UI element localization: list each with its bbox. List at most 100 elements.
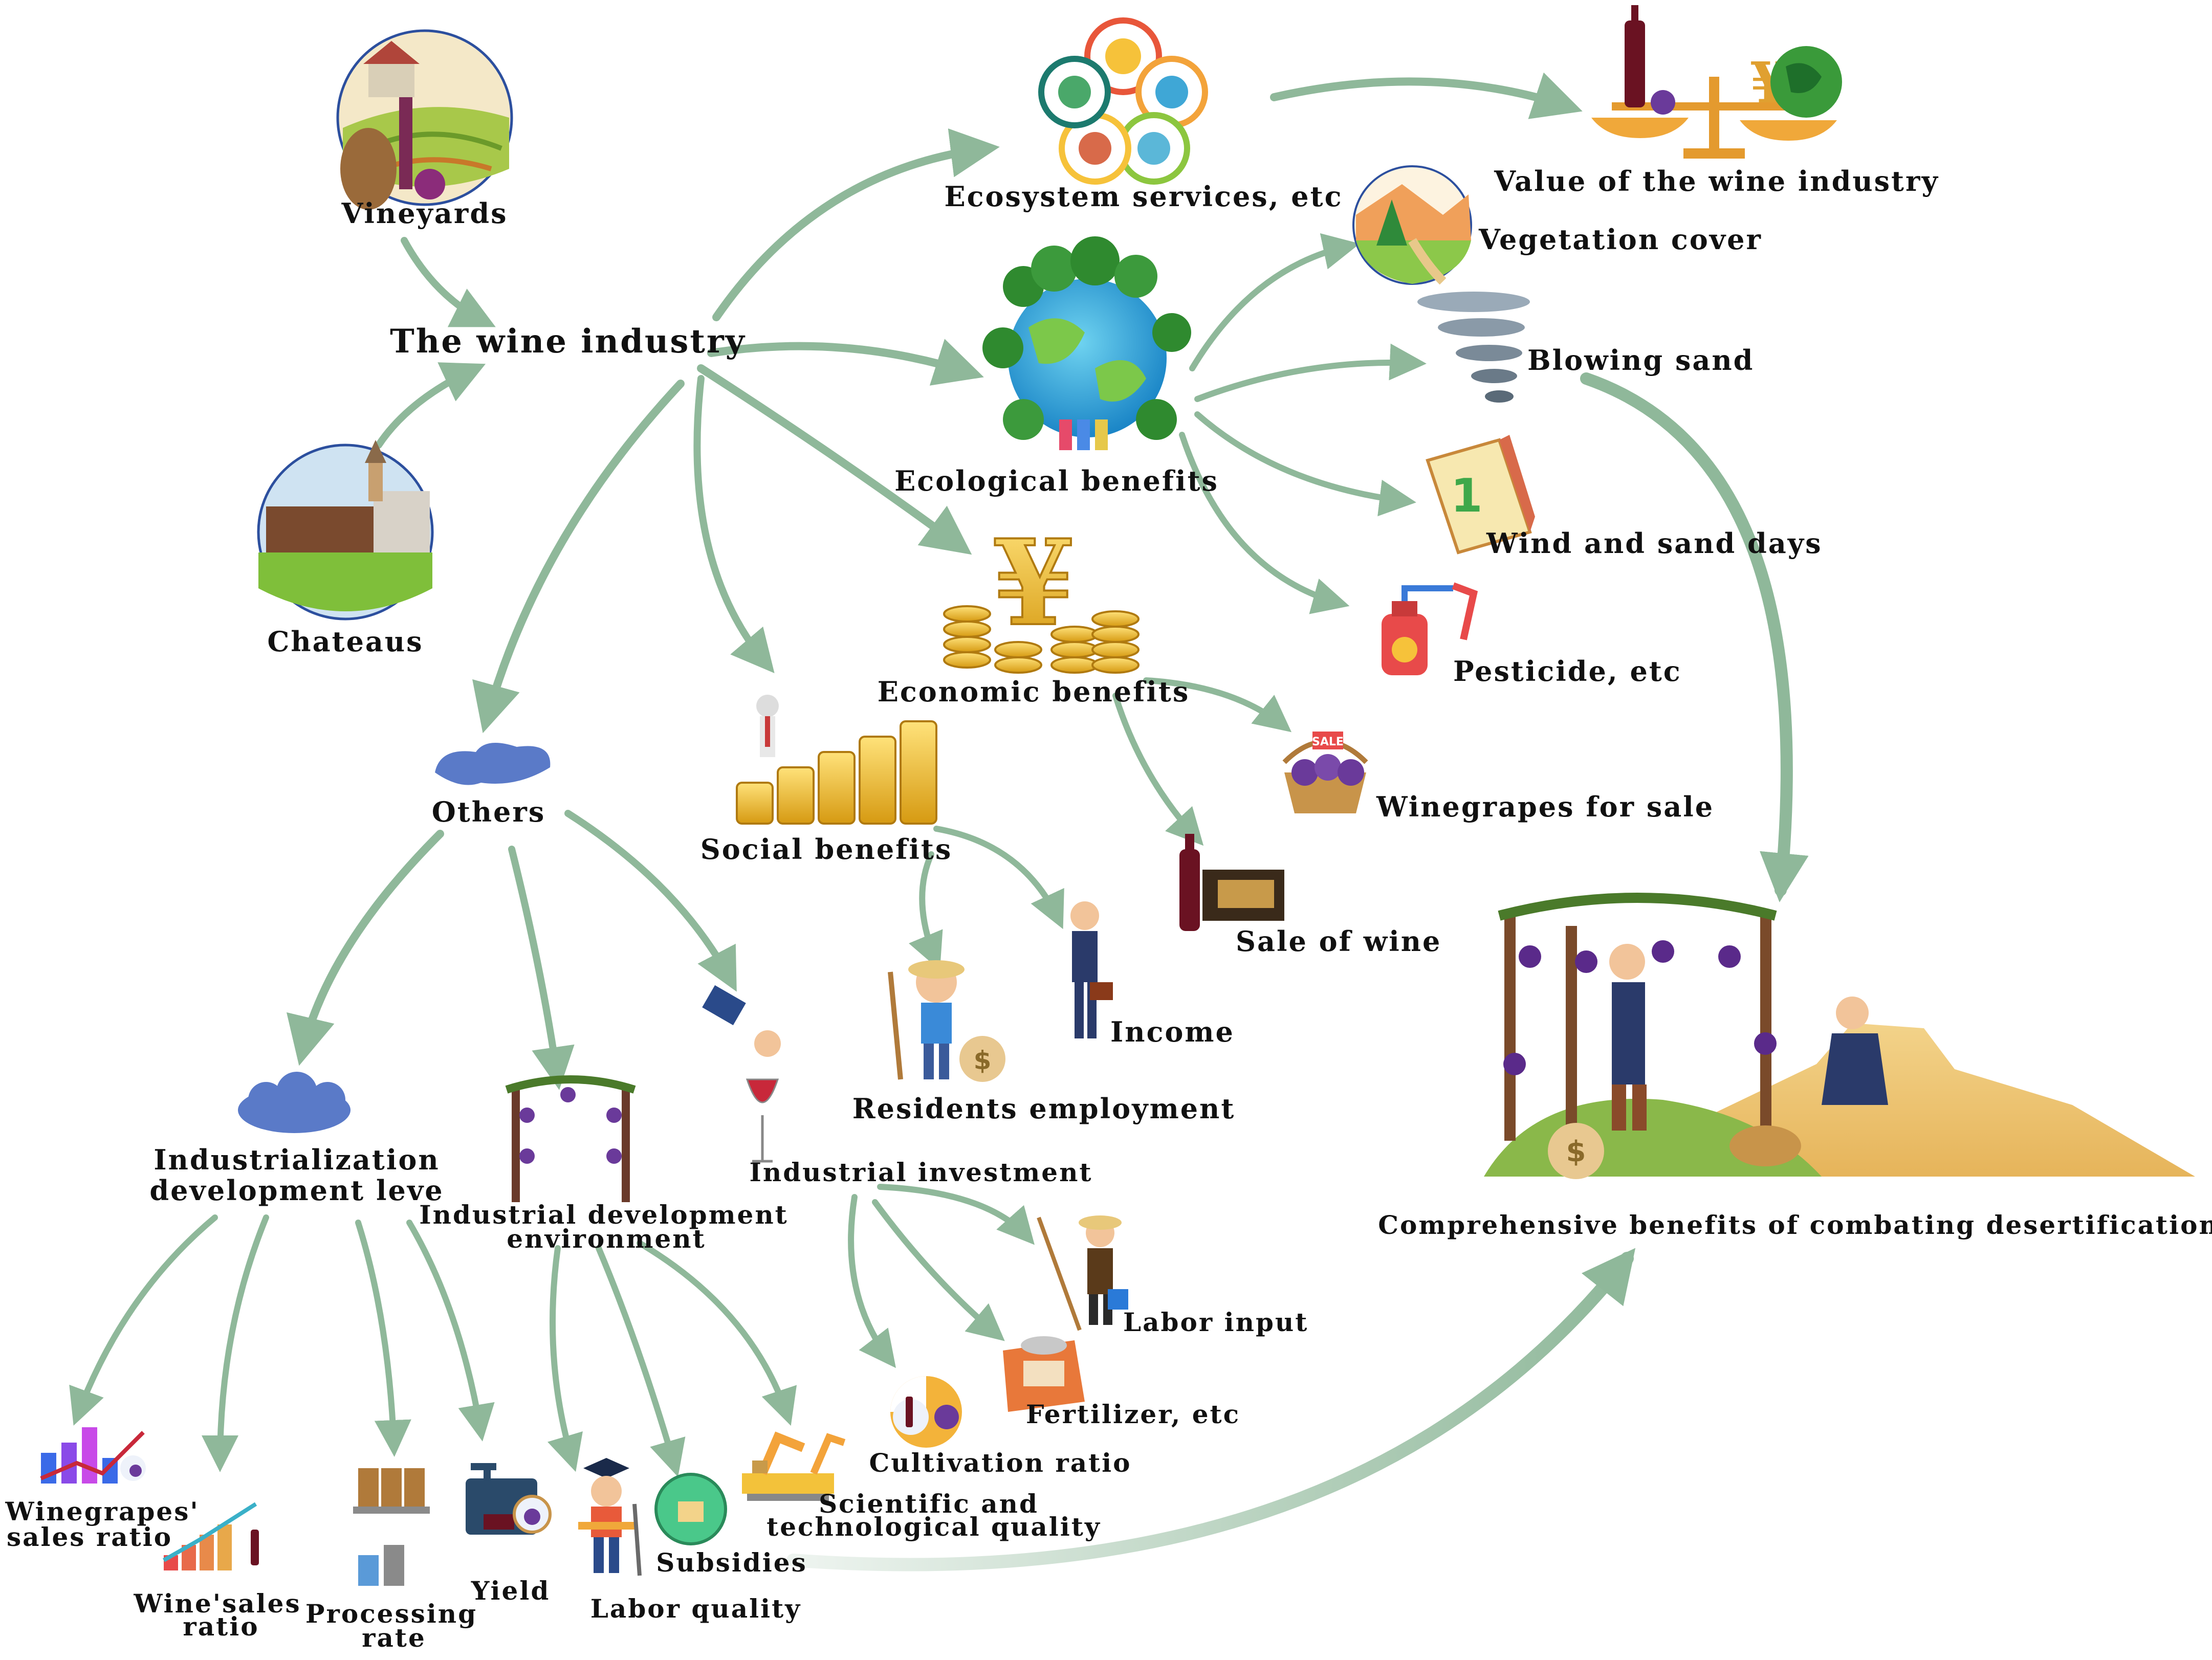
arrow-chateaus — [375, 362, 486, 449]
processing-rate-line2: rate — [362, 1623, 426, 1653]
wine-sales-ratio-line1: Wine'sales — [134, 1588, 301, 1619]
svg-text:$: $ — [974, 1046, 992, 1075]
tornado-icon — [1417, 292, 1530, 403]
graduate-icon — [578, 1458, 642, 1576]
arrow-to-ecological — [707, 339, 984, 386]
economic-benefits-label: Economic benefits — [877, 675, 1190, 708]
scale-icon: ¥ — [1591, 5, 1842, 159]
pergola-icon — [505, 1075, 636, 1202]
industrial-environment-line1: Industrial development — [419, 1200, 789, 1230]
arrow-to-scitech — [637, 1240, 797, 1426]
industrialization-label-line2: development leve — [149, 1174, 444, 1207]
arrow-to-investment — [564, 810, 737, 992]
industrial-environment-line2: environment — [507, 1224, 706, 1254]
industrial-investment-label: Industrial investment — [749, 1157, 1093, 1187]
winegrapes-sales-ratio-line1: Winegrapes' — [5, 1496, 200, 1526]
bar-chart-icon — [40, 1427, 146, 1484]
arrow-to-vegetation — [1189, 233, 1360, 371]
ecological-benefits-label: Ecological benefits — [894, 464, 1219, 497]
arrow-to-industrialization — [287, 830, 444, 1066]
wine-bar-chart-icon — [163, 1502, 259, 1570]
arrow-to-labor-quality-a — [547, 1245, 583, 1472]
fertilizer-label: Fertilizer, etc — [1026, 1399, 1241, 1429]
arrow-to-economic — [697, 364, 972, 555]
income-label: Income — [1110, 1015, 1235, 1048]
arrow-to-income — [933, 826, 1064, 929]
wine-glass-icon — [702, 985, 781, 1163]
arrow-to-labor-input — [877, 1184, 1035, 1245]
pesticide-label: Pesticide, etc — [1453, 655, 1682, 688]
blowing-sand-label: Blowing sand — [1527, 344, 1755, 377]
wind-sand-days-label: Wind and sand days — [1486, 527, 1823, 560]
coin-stacks-icon — [736, 695, 937, 825]
arrow-to-employment — [909, 851, 943, 970]
labor-input-label: Labor input — [1123, 1307, 1309, 1337]
arrow-to-outcome-right — [1580, 372, 1809, 902]
yield-label: Yield — [471, 1576, 551, 1606]
wine-sales-ratio-line2: ratio — [183, 1611, 259, 1642]
businessman-icon — [1070, 901, 1113, 1038]
grape-basket-icon: SALE — [1282, 732, 1368, 813]
arrow-to-winegrapes-ratio — [69, 1214, 218, 1426]
svg-text:1: 1 — [1451, 469, 1483, 523]
globe-icon — [982, 236, 1191, 450]
chateau-icon — [257, 440, 434, 621]
arrow-to-sale-wine — [1112, 693, 1204, 846]
government-seal-icon — [654, 1473, 727, 1545]
scitech-line1: Scientific and — [819, 1489, 1039, 1519]
farmer-icon: $ — [888, 960, 1005, 1082]
arrow-to-processing — [355, 1220, 411, 1457]
arrow-to-grapes-sale — [1143, 677, 1292, 733]
others-cloud-icon — [435, 743, 551, 785]
svg-text:$: $ — [1566, 1135, 1586, 1168]
arrow-to-cultivation — [848, 1194, 896, 1368]
arrow-to-wine-ratio — [202, 1214, 269, 1472]
ecosystem-services-icon — [1038, 17, 1208, 185]
cultivation-ratio-label: Cultivation ratio — [869, 1448, 1132, 1478]
others-label: Others — [431, 795, 546, 828]
subsidies-label: Subsidies — [656, 1547, 807, 1578]
chateaus-label: Chateaus — [267, 625, 424, 658]
ecosystem-services-label: Ecosystem services, etc — [944, 180, 1343, 213]
arrow-to-ecosystem — [712, 128, 1000, 321]
arrow-to-fertilizer — [872, 1199, 1005, 1341]
arrow-to-social — [693, 375, 775, 674]
industrialization-cloud-icon — [238, 1072, 351, 1133]
arrows — [69, 72, 1809, 1572]
sale-of-wine-label: Sale of wine — [1236, 925, 1442, 958]
arrow-to-pesticide — [1179, 432, 1350, 614]
residents-employment-label: Residents employment — [852, 1092, 1236, 1125]
arrow-to-yield — [406, 1220, 495, 1442]
labor-quality-label: Labor quality — [590, 1593, 802, 1624]
vineyards-icon — [336, 29, 513, 210]
yield-scale-icon — [466, 1463, 552, 1535]
svg-text:SALE: SALE — [1312, 736, 1344, 748]
arrow-vineyards — [401, 237, 496, 327]
wine-industry-label: The wine industry — [390, 322, 746, 361]
processing-tank-icon — [353, 1468, 430, 1586]
arrow-to-value — [1270, 72, 1583, 119]
industrialization-label-line1: Industrialization — [154, 1143, 440, 1176]
vegetation-cover-label: Vegetation cover — [1479, 223, 1762, 256]
coins-icon: ¥ — [943, 513, 1140, 674]
outcome-label: Comprehensive benefits of combating dese… — [1378, 1210, 2212, 1240]
scitech-line2: technological quality — [766, 1512, 1101, 1542]
arrow-to-others — [472, 380, 685, 734]
robot-arm-icon — [742, 1431, 846, 1501]
arrow-to-blowing-sand — [1194, 343, 1427, 402]
arrow-to-wind-days — [1194, 411, 1416, 517]
social-benefits-label: Social benefits — [700, 833, 953, 866]
winegrapes-sales-ratio-line2: sales ratio — [6, 1522, 173, 1552]
labor-input-icon — [1037, 1215, 1128, 1331]
desert-vineyard-icon: $ — [1484, 893, 2195, 1179]
calendar-icon: 1 — [1426, 435, 1535, 555]
arrow-to-environment — [508, 846, 575, 1090]
vineyards-label: Vineyards — [341, 197, 508, 230]
value-wine-industry-label: Value of the wine industry — [1494, 165, 1939, 197]
processing-rate-line1: Processing — [305, 1599, 478, 1629]
vegetation-icon — [1352, 165, 1472, 285]
fertilizer-icon — [1003, 1336, 1085, 1412]
arrow-to-outcome-bottom — [786, 1248, 1636, 1572]
winegrapes-sale-label: Winegrapes for sale — [1376, 790, 1715, 823]
